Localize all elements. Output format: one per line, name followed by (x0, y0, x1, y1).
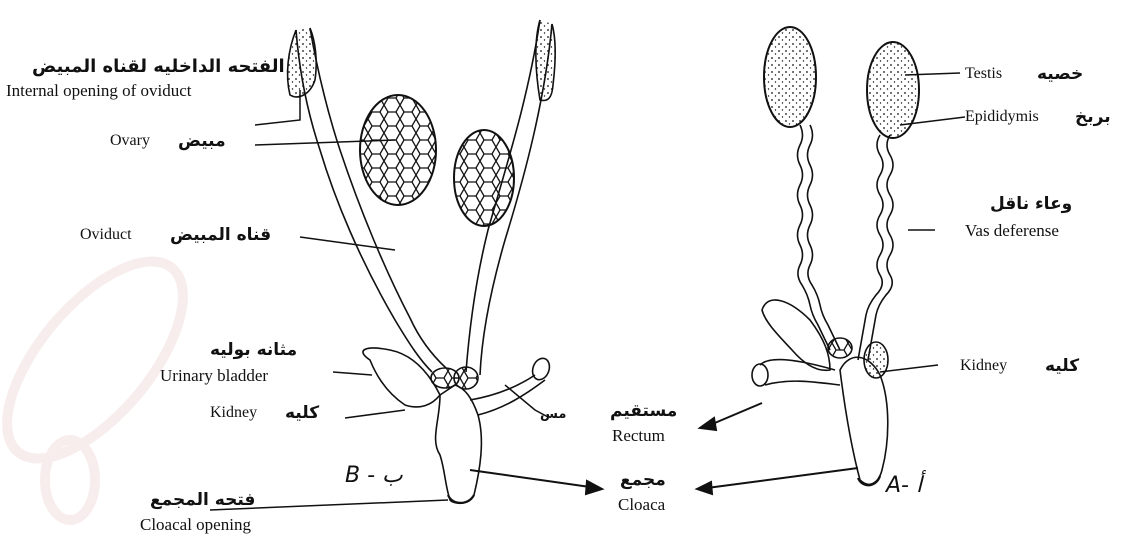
male-system (752, 27, 919, 485)
testis-ar-label: خصيه (1037, 66, 1083, 83)
male-figure-mark: A- أ (886, 475, 922, 497)
internal-opening-en-label: Internal opening of oviduct (6, 82, 192, 99)
female-kidney-en-label: Kidney (210, 405, 257, 421)
bladder-ar-label: مثانه بوليه (210, 342, 297, 359)
female-bladder (363, 348, 440, 407)
right-vas-deferens (858, 135, 883, 360)
left-vas-deferens (798, 125, 831, 350)
right-ovary-icon (454, 130, 514, 226)
ovary-en-label: Ovary (110, 133, 150, 149)
female-figure-mark: B - ب (345, 465, 403, 487)
rectum-ar-label: مستقيم (610, 403, 677, 420)
right-vas-deferens-2 (868, 135, 893, 360)
ovary-ar-label: مبيض (178, 133, 226, 150)
left-testis-icon (764, 27, 816, 127)
left-oviduct-funnel (288, 28, 317, 97)
female-kidney-ar-label: كليه (285, 405, 319, 422)
epididymis-ar-label: بربخ (1075, 109, 1111, 126)
rectum-en-label: Rectum (612, 427, 665, 444)
male-cloaca (840, 357, 888, 484)
female-cloaca (436, 385, 482, 503)
male-kidney (828, 338, 852, 358)
oviduct-ar-label: قناه المبيض (170, 227, 271, 244)
cloaca-ar-label: مجمع (620, 472, 666, 489)
epididymis-en-label: Epididymis (965, 109, 1039, 125)
male-rectum-end (752, 364, 768, 386)
oviduct-en-label: Oviduct (80, 227, 132, 243)
female-system (288, 20, 556, 503)
male-kidney-ar-label: كليه (1045, 358, 1079, 375)
cloaca-en-label: Cloaca (618, 496, 665, 513)
cloacal-opening-en-label: Cloacal opening (140, 516, 251, 533)
right-oviduct-funnel (536, 20, 555, 100)
female-rectum-mark: مس (540, 408, 566, 421)
left-ovary-icon (360, 95, 436, 205)
left-vas-deferens-2 (808, 125, 841, 350)
vas-deferens-ar-label: وعاء ناقل (990, 196, 1072, 213)
cloacal-opening-ar-label: فتحه المجمع (150, 492, 255, 509)
bladder-en-label: Urinary bladder (160, 367, 268, 384)
male-rectum (760, 360, 840, 385)
testis-en-label: Testis (965, 66, 1002, 82)
vas-deferens-en-label: Vas deferense (965, 222, 1059, 239)
female-rectum-end (530, 356, 553, 382)
left-oviduct (296, 28, 446, 372)
male-kidney-en-label: Kidney (960, 358, 1007, 374)
internal-opening-ar-label: الفتحه الداخليه لقناه المبيض (32, 58, 285, 76)
